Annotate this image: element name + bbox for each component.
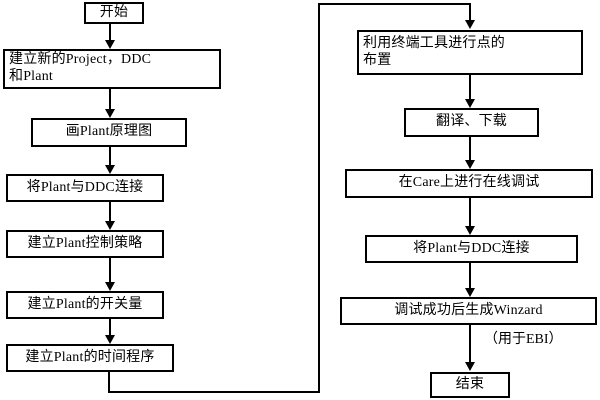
node-link-ddc-1[interactable]: 将Plant与DDC连接 [6, 174, 164, 202]
node-care-online-debug[interactable]: 在Care上进行在线调试 [345, 169, 593, 198]
annotation-ebi-note: （用于EBI） [484, 332, 563, 347]
arrowhead-terminal-tool-to-translate-download [465, 99, 475, 108]
node-translate-download[interactable]: 翻译、下载 [404, 108, 539, 137]
arrowhead-start-to-new-project [105, 40, 115, 49]
connector-terminal-tool-to-translate-download [469, 75, 471, 100]
node-link-ddc-2[interactable]: 将Plant与DDC连接 [365, 235, 578, 263]
connector-control-strategy-to-switch-value [109, 258, 111, 283]
connector-switch-value-to-time-program [109, 319, 111, 336]
arrowhead-switch-value-to-time-program [105, 335, 115, 344]
node-new-project[interactable]: 建立新的Project，DDC 和Plant [3, 49, 221, 89]
connector-translate-download-to-care-debug [469, 137, 471, 161]
connector-care-debug-to-link-ddc-2 [469, 198, 471, 227]
connector-start-to-new-project [109, 24, 111, 41]
node-terminal-tool[interactable]: 利用终端工具进行点的 布置 [357, 30, 583, 75]
node-end[interactable]: 结束 [430, 372, 510, 398]
arrowhead-link-ddc-2-to-gen-winzard [465, 288, 475, 297]
arrowhead-new-project-to-draw-plant [105, 109, 115, 118]
arrowhead-control-strategy-to-switch-value [105, 282, 115, 291]
connector-link-ddc-2-to-gen-winzard [469, 263, 471, 289]
arrowhead-wrap-into-terminal-tool [465, 20, 475, 29]
connector-link-ddc-1-to-control-strategy [109, 202, 111, 222]
arrowhead-translate-download-to-care-debug [465, 160, 475, 169]
connector-wrap-top-rail [318, 3, 471, 5]
node-switch-value[interactable]: 建立Plant的开关量 [6, 291, 164, 319]
connector-wrap-down-from-time-program [108, 372, 110, 393]
node-time-program[interactable]: 建立Plant的时间程序 [6, 344, 174, 372]
connector-wrap-right-riser [318, 3, 320, 393]
arrowhead-link-ddc-1-to-control-strategy [105, 221, 115, 230]
connector-draw-plant-to-link-ddc-1 [109, 147, 111, 166]
connector-gen-winzard-to-end [469, 325, 471, 363]
arrowhead-gen-winzard-to-end [465, 362, 475, 371]
arrowhead-care-debug-to-link-ddc-2 [465, 226, 475, 235]
connector-new-project-to-draw-plant [109, 89, 111, 110]
connector-wrap-bottom-rail [108, 391, 320, 393]
node-start[interactable]: 开始 [84, 2, 144, 24]
arrowhead-draw-plant-to-link-ddc-1 [105, 165, 115, 174]
node-gen-winzard[interactable]: 调试成功后生成Winzard [340, 297, 597, 325]
node-control-strategy[interactable]: 建立Plant控制策略 [6, 230, 164, 258]
connector-wrap-into-terminal-tool [469, 3, 471, 22]
node-draw-plant[interactable]: 画Plant原理图 [31, 118, 187, 147]
